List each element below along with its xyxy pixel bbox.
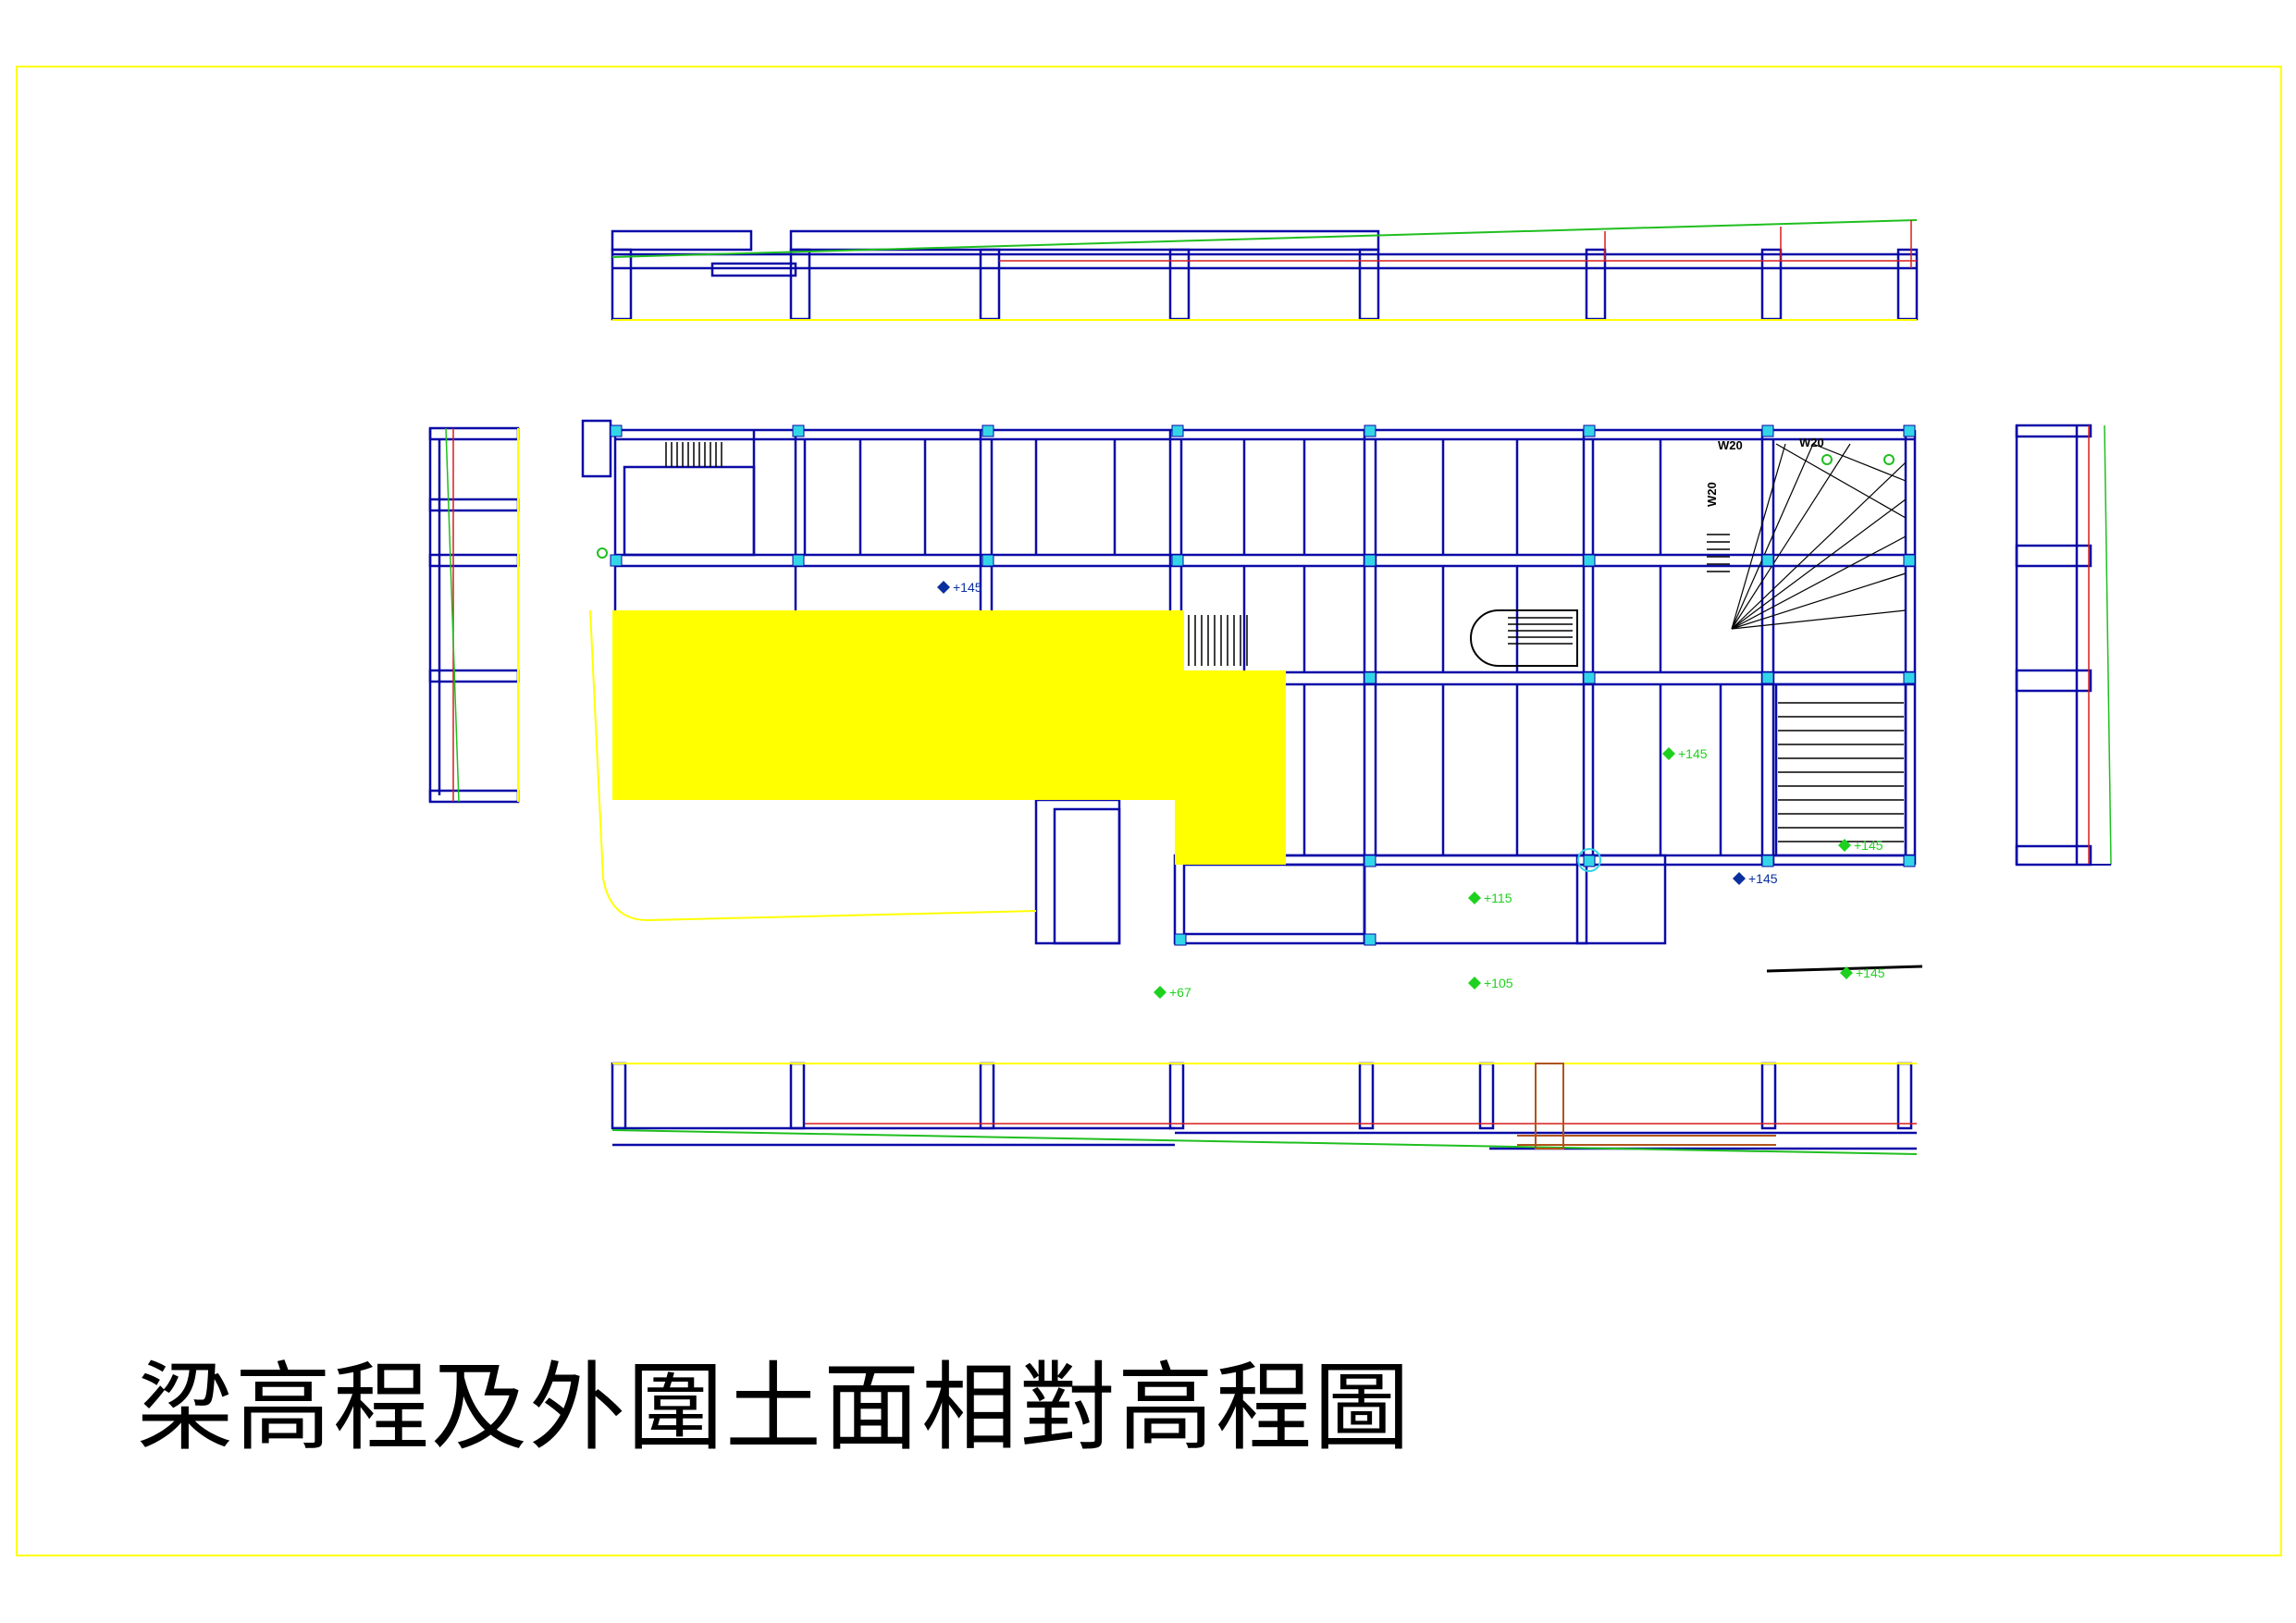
elevation-marker: +67 (1154, 985, 1191, 1000)
columns (610, 424, 1916, 946)
wall-tags: W20 W20 W20 (1705, 436, 1824, 507)
wall-tag: W20 (1799, 436, 1824, 449)
svg-text:+145: +145 (1748, 871, 1778, 886)
left-elevation-strip (428, 426, 520, 804)
site-boundary (589, 609, 1037, 922)
elevation-marker: +145 (1733, 871, 1778, 886)
elevation-marker: +145 (1838, 838, 1883, 853)
stair-curve (1470, 609, 1578, 667)
svg-text:+145: +145 (953, 580, 982, 595)
elevation-marker: +105 (1468, 976, 1513, 990)
wall-tag: W20 (1718, 438, 1743, 452)
drawing-title: 梁高程及外圍土面相對高程圖 (137, 1351, 1413, 1464)
elevation-marker: +145 (937, 580, 982, 595)
stair-hatch (665, 442, 1904, 842)
elevation-marker: +145 (1840, 965, 1885, 980)
svg-text:+115: +115 (1484, 891, 1512, 905)
floor-plan (581, 419, 1917, 945)
elevation-marker: +145 (1662, 746, 1708, 761)
wall-tag: W20 (1705, 482, 1719, 507)
svg-text:+145: +145 (1678, 746, 1708, 761)
sheet-frame (16, 66, 2282, 1556)
elevation-marker: +115 (1468, 891, 1512, 905)
svg-text:+145: +145 (1856, 965, 1885, 980)
svg-text:+105: +105 (1484, 976, 1513, 990)
elevation-markers: +145 +145 +145 +145 +115 +105 +67 +145 (937, 580, 1885, 1000)
right-elevation-strip (2015, 424, 2092, 867)
highlighted-area (612, 610, 1286, 865)
top-elevation-strip (611, 229, 1919, 321)
spiral-stair (1731, 443, 1907, 630)
svg-text:+67: +67 (1169, 985, 1191, 1000)
svg-text:+145: +145 (1854, 838, 1883, 853)
